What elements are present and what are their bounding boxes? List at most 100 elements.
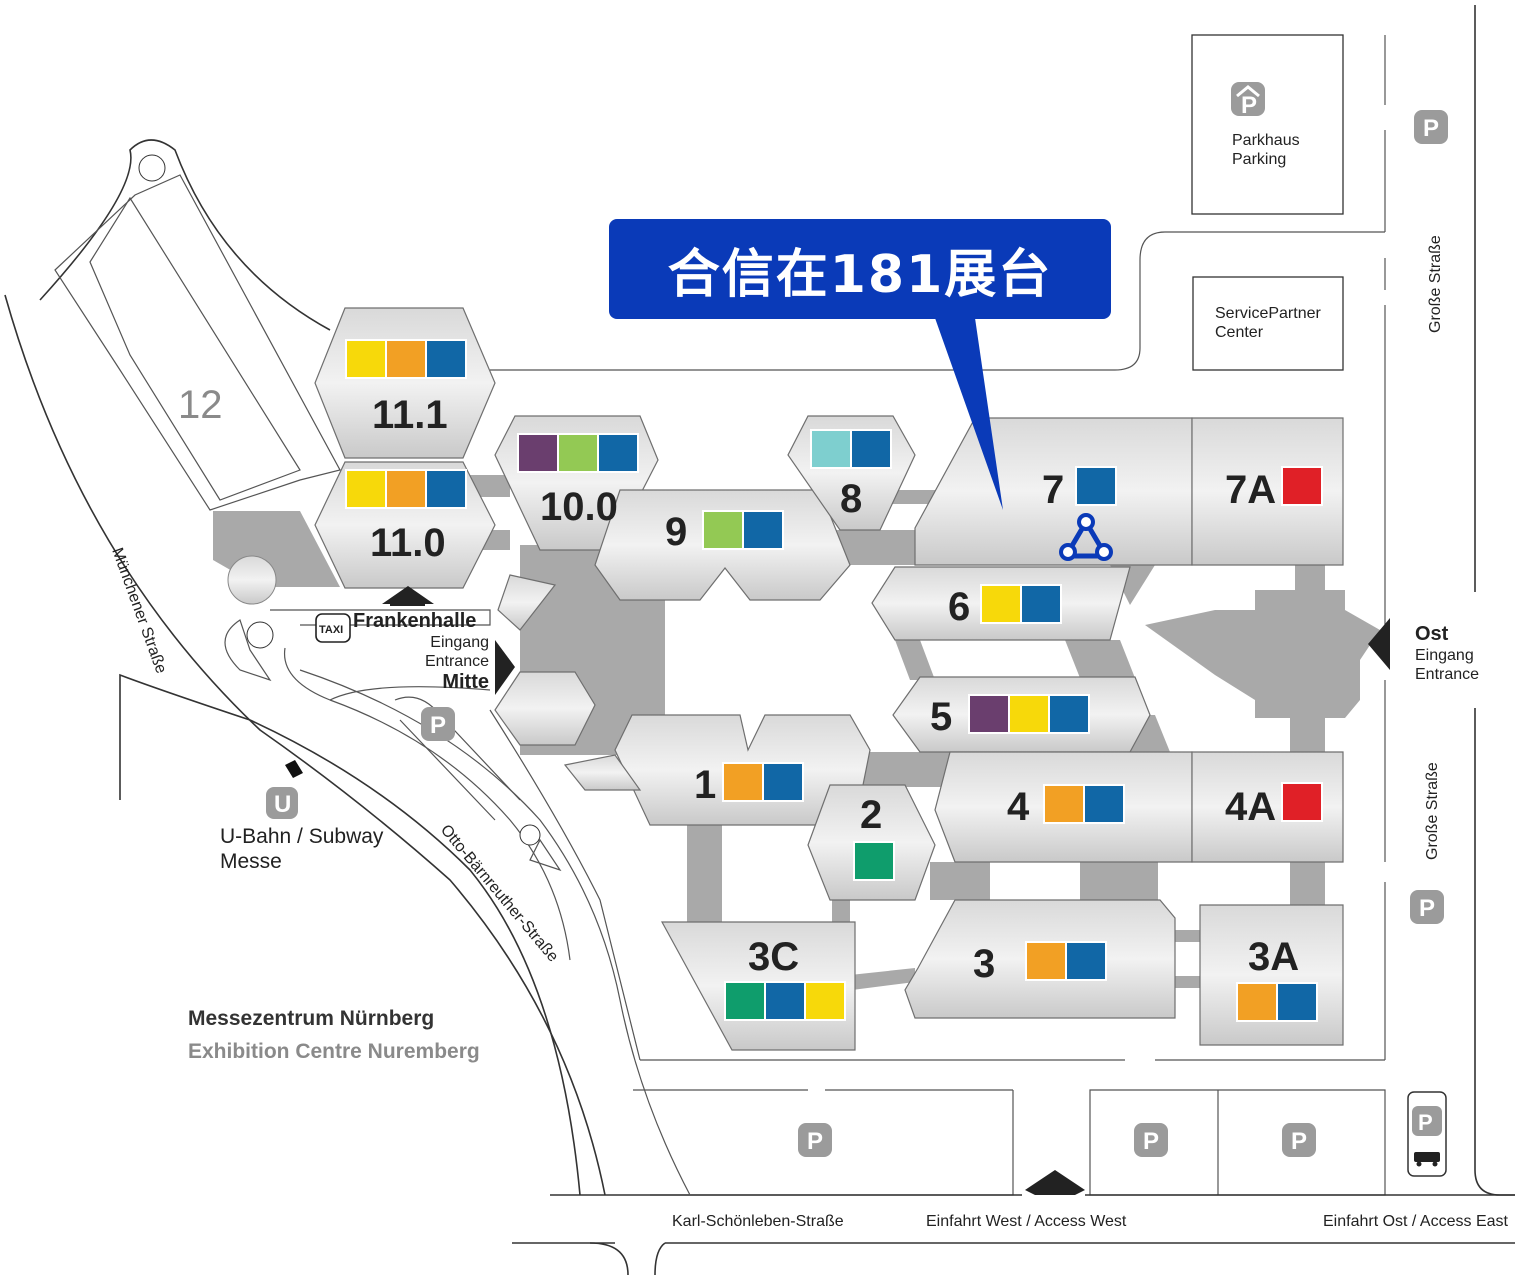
svg-text:P: P <box>1291 1128 1307 1155</box>
swatch-3-orange <box>1025 941 1067 981</box>
booth-callout: 合信在181展台 <box>609 219 1111 319</box>
svg-text:P: P <box>807 1128 823 1155</box>
booth-callout-text: 合信在181展台 <box>667 244 1053 305</box>
parking-icon-east-top: P <box>1414 110 1448 144</box>
access-east-label: Einfahrt Ost / Access East <box>1323 1213 1509 1230</box>
parking-icon-mitte: P <box>421 707 455 741</box>
svg-text:P: P <box>1418 1110 1433 1135</box>
swatch-3a-orange <box>1236 982 1278 1022</box>
parking-icon-lot-west: P <box>798 1123 832 1157</box>
street-karl-schoenleben: Karl-Schönleben-Straße <box>672 1213 844 1230</box>
access-west-label: Einfahrt West / Access West <box>926 1213 1127 1230</box>
hall-3-label: 3 <box>973 942 995 986</box>
swatch-10-0-blue <box>597 433 639 473</box>
servicepartner-label-line1: ServicePartner <box>1215 305 1321 322</box>
swatch-6-blue <box>1020 584 1062 624</box>
svg-text:P: P <box>430 712 446 739</box>
hall-7a[interactable] <box>1191 417 1344 566</box>
hall-6-label: 6 <box>948 585 970 629</box>
swatch-4a-red <box>1281 782 1323 822</box>
ost-entrance-label: Entrance <box>1415 666 1479 683</box>
svg-text:U: U <box>274 791 291 818</box>
frankenhalle-label: Frankenhalle <box>353 610 476 632</box>
svg-text:P: P <box>1143 1128 1159 1155</box>
parking-icon-lot-east: P <box>1282 1123 1316 1157</box>
bus-parking-icon: P <box>1407 1091 1447 1177</box>
swatch-3-blue <box>1065 941 1107 981</box>
site-title-en: Exhibition Centre Nuremberg <box>188 1040 480 1063</box>
swatch-4-blue <box>1083 784 1125 824</box>
hall-7a-label: 7A <box>1225 468 1276 512</box>
ubahn-entrance-marker <box>285 760 303 778</box>
swatch-10-0-lightgreen <box>557 433 599 473</box>
roundabout <box>227 555 277 605</box>
hall-2-label: 2 <box>860 793 882 837</box>
swatch-10-0-purple <box>517 433 559 473</box>
mitte-entrance-label: Entrance <box>425 653 489 670</box>
hall-4-label: 4 <box>1007 785 1030 829</box>
taxi-sign: TAXI <box>315 613 351 643</box>
hall-1-label: 1 <box>694 763 716 807</box>
mitte-eingang-label: Eingang <box>430 634 489 651</box>
swatch-5-blue <box>1048 694 1090 734</box>
annex-block-c <box>563 754 642 791</box>
ubahn-label-line2: Messe <box>220 850 282 873</box>
swatch-1-blue <box>762 762 804 802</box>
svg-text:P: P <box>1419 895 1435 922</box>
svg-text:TAXI: TAXI <box>319 624 343 636</box>
swatch-8-blue <box>850 429 892 469</box>
swatch-4-orange <box>1043 784 1085 824</box>
swatch-3c-green <box>724 981 766 1021</box>
swatch-11-1-yellow <box>345 339 387 379</box>
roundabout-small <box>246 621 274 649</box>
road-network <box>4 5 1515 1276</box>
swatch-5-purple <box>968 694 1010 734</box>
ost-entrance-building <box>1145 590 1380 718</box>
parkhaus-label-line1: Parkhaus <box>1232 132 1300 149</box>
ubahn-icon: U <box>266 787 298 819</box>
swatch-11-0-yellow <box>345 469 387 509</box>
hall-3c-label: 3C <box>748 935 799 979</box>
swatch-6-yellow <box>980 584 1022 624</box>
swatch-9-blue <box>742 510 784 550</box>
annex-block-a <box>497 574 557 631</box>
hall-7-label: 7 <box>1042 468 1064 512</box>
parkhaus-label-line2: Parking <box>1232 151 1286 168</box>
ubahn-label-line1: U-Bahn / Subway <box>220 825 384 848</box>
frankenhalle-arrow-icon <box>382 586 434 606</box>
mitte-label: Mitte <box>442 671 489 693</box>
hall-3a-label: 3A <box>1248 935 1299 979</box>
hall-8-label: 8 <box>840 477 862 521</box>
parking-signs: P P P P P P P P U <box>266 82 1448 1177</box>
swatch-7-blue <box>1075 466 1117 506</box>
parking-icon-east-bottom: P <box>1410 890 1444 924</box>
swatch-2-green <box>853 841 895 881</box>
callout-pointer <box>935 318 1003 510</box>
parking-icon-parkhaus: P <box>1231 82 1265 119</box>
annex-block-b <box>494 671 596 746</box>
booth-location-icon[interactable] <box>1059 513 1113 561</box>
hall-11-1-label: 11.1 <box>372 393 448 437</box>
hall-9-label: 9 <box>665 510 687 554</box>
hall-11-0-label: 11.0 <box>370 521 446 565</box>
hall-10-0-label: 10.0 <box>540 485 618 529</box>
servicepartner-label-line2: Center <box>1215 324 1264 341</box>
svg-text:P: P <box>1423 115 1439 142</box>
swatch-11-1-blue <box>425 339 467 379</box>
mitte-arrow-icon <box>495 640 515 695</box>
site-title-de: Messezentrum Nürnberg <box>188 1007 434 1030</box>
hall-category-swatches <box>345 339 1323 1022</box>
street-grosse-top: Große Straße <box>1427 235 1444 333</box>
ost-label: Ost <box>1415 623 1449 645</box>
swatch-9-lightgreen <box>702 510 744 550</box>
hall-12-label: 12 <box>178 383 223 427</box>
swatch-5-yellow <box>1008 694 1050 734</box>
street-grosse-bottom: Große Straße <box>1424 762 1441 860</box>
access-west-arrow-icon <box>1025 1170 1085 1195</box>
roundabout-north <box>138 154 166 182</box>
hall-4a[interactable] <box>1191 751 1344 863</box>
entrance-arrows <box>285 586 1390 1195</box>
swatch-3c-yellow <box>804 981 846 1021</box>
swatch-8-teal <box>810 429 852 469</box>
